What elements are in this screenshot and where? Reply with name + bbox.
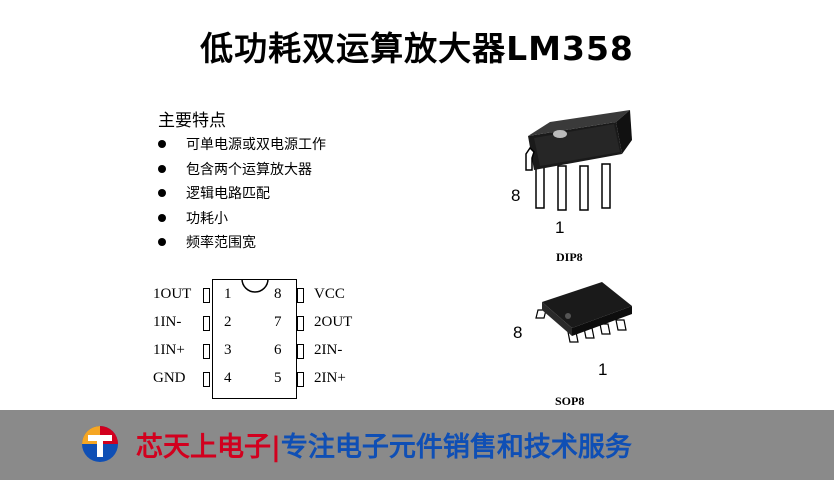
feature-text: 功耗小 (186, 210, 228, 227)
feature-text: 频率范围宽 (186, 235, 256, 252)
pin-number: 1 (224, 286, 232, 302)
page-title: 低功耗双运算放大器LM358 (200, 29, 634, 68)
footer-slogan: 专注电子元件销售和技术服务 (280, 432, 632, 463)
dip8-pin-1-label: 1 (555, 218, 565, 237)
sop8-label: SOP8 (555, 394, 585, 408)
pin-number: 5 (274, 370, 282, 386)
dip8-label: DIP8 (556, 250, 583, 264)
bullet-icon (158, 164, 166, 173)
pin-label-2out: 2OUT (314, 314, 353, 330)
pin-number: 7 (274, 314, 282, 330)
dip8-pin-8-label: 8 (511, 186, 521, 205)
brand-name: 芯天上电子 (136, 432, 271, 463)
sop8-pin-1-label: 1 (598, 360, 608, 379)
pin-number: 8 (274, 286, 282, 302)
pin-number: 2 (224, 314, 232, 330)
chip-outline (212, 278, 297, 399)
pin-label-gnd: GND (153, 370, 186, 386)
chip-notch (240, 278, 269, 293)
pin-label-1in-minus: 1IN- (153, 314, 182, 330)
bullet-icon (158, 238, 166, 247)
t-logo-icon (82, 426, 118, 462)
pin-number: 3 (224, 342, 232, 358)
bullet-icon (158, 140, 166, 149)
footer-text: 芯天上电子|专注电子元件销售和技术服务 (136, 425, 632, 464)
sop8-pin-8-label: 8 (513, 323, 523, 342)
pin-pad (297, 372, 304, 387)
pin-pad (297, 316, 304, 331)
pin-number: 4 (224, 370, 232, 386)
feature-text: 包含两个运算放大器 (186, 161, 312, 178)
pin-label-1out: 1OUT (153, 286, 192, 302)
footer-bar (0, 410, 834, 480)
bullet-icon (158, 213, 166, 222)
pin-label-vcc: VCC (314, 286, 345, 302)
dip8-package-icon (525, 110, 632, 211)
list-item: 功耗小 (158, 206, 326, 231)
pin-pad (203, 344, 210, 359)
footer-separator: | (271, 432, 281, 463)
pin-label-2in-minus: 2IN- (314, 342, 343, 358)
feature-text: 可单电源或双电源工作 (186, 137, 326, 154)
bullet-icon (158, 189, 166, 198)
pin-label-2in-plus: 2IN+ (314, 370, 346, 386)
list-item: 可单电源或双电源工作 (158, 132, 326, 157)
pin-label-1in-plus: 1IN+ (153, 342, 185, 358)
list-item: 逻辑电路匹配 (158, 181, 326, 206)
sop8-package-icon (535, 282, 632, 343)
feature-text: 逻辑电路匹配 (186, 186, 270, 203)
list-item: 包含两个运算放大器 (158, 157, 326, 182)
pin-pad (203, 288, 210, 303)
pin-pad (203, 316, 210, 331)
pin-pad (297, 288, 304, 303)
features-heading: 主要特点 (158, 111, 226, 131)
pin-number: 6 (274, 342, 282, 358)
features-list: 可单电源或双电源工作 包含两个运算放大器 逻辑电路匹配 功耗小 频率范围宽 (158, 132, 326, 255)
pin-pad (297, 344, 304, 359)
list-item: 频率范围宽 (158, 230, 326, 255)
pin-pad (203, 372, 210, 387)
